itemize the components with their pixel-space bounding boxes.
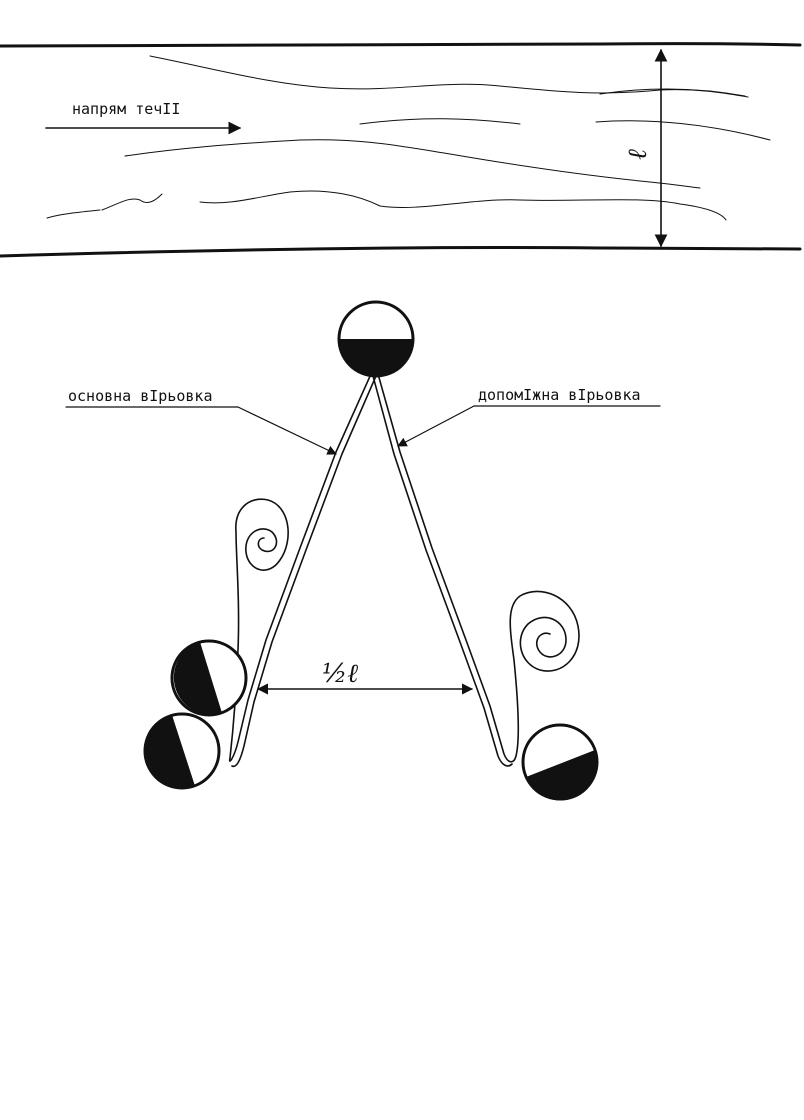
aux-rope-callout: допомIжна вIрьовка (397, 386, 661, 447)
main-rope-label: основна вIрьовка (68, 387, 213, 405)
river-bank-bottom (0, 245, 802, 258)
main-rope (228, 373, 377, 768)
river-width-symbol: ℓ (623, 149, 653, 160)
river-bank-top (0, 42, 802, 48)
flow-direction-label: напрям течII (72, 100, 180, 118)
left-pulley-lower (143, 712, 221, 790)
half-width-label: ½ℓ (322, 659, 358, 689)
auxiliary-rope (372, 373, 580, 767)
river: напрям течII ℓ (0, 42, 802, 258)
water-waves (46, 55, 771, 221)
top-pulley (337, 300, 415, 378)
main-rope-callout: основна вIрьовка (65, 387, 337, 455)
ropes (228, 373, 580, 768)
right-pulley (521, 723, 599, 801)
left-pulley-upper (170, 639, 248, 717)
aux-rope-label: допомIжна вIрьовка (478, 386, 641, 404)
